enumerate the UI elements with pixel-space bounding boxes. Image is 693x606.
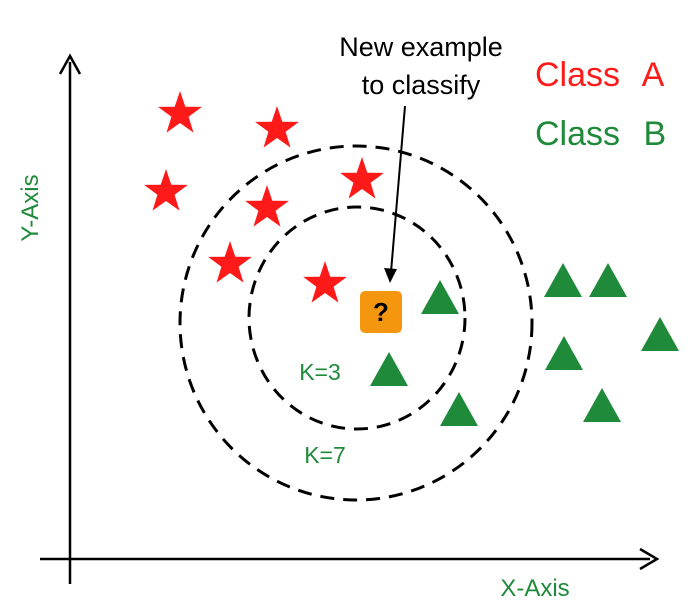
k3-label: K=3 [299, 359, 341, 385]
class-a-points [144, 91, 384, 303]
class-a-star [144, 169, 188, 211]
class-b-triangle [583, 388, 621, 422]
class-a-star [255, 106, 299, 148]
class-b-triangle [589, 263, 627, 297]
annotation-line-1: New example [339, 32, 503, 62]
class-b-points [370, 263, 679, 426]
class-a-star [158, 91, 202, 133]
legend-class-a-word: Class [535, 56, 620, 94]
annotation-arrow-line [390, 105, 406, 273]
axes [40, 53, 660, 584]
legend-class-b-word: Class [535, 115, 620, 153]
query-mark: ? [373, 297, 389, 327]
y-axis-arrowhead [58, 53, 82, 75]
legend-class-b-letter: B [643, 115, 666, 153]
class-b-triangle [641, 317, 679, 351]
class-b-triangle [544, 263, 582, 297]
class-a-star [245, 185, 289, 227]
k7-circle [178, 144, 534, 502]
legend-class-b: Class B [535, 115, 666, 153]
query-point: ? [360, 291, 402, 333]
class-b-triangle [370, 352, 408, 386]
y-axis-label: Y-Axis [17, 174, 44, 241]
k7-label: K=7 [304, 442, 346, 468]
legend-class-a-letter: A [642, 56, 665, 94]
k3-circle [247, 205, 467, 431]
class-a-star [303, 261, 347, 303]
legend-class-a: Class A [535, 56, 665, 94]
x-axis-label: X-Axis [500, 575, 569, 602]
class-a-star [340, 157, 384, 199]
class-b-triangle [545, 336, 583, 370]
class-b-triangle [421, 280, 459, 314]
annotation-line-2: to classify [362, 70, 481, 100]
annotation-arrowhead [384, 268, 397, 283]
legend: Class A Class B [535, 56, 666, 153]
x-axis-arrowhead [639, 547, 660, 571]
class-a-star [208, 241, 252, 283]
class-b-triangle [440, 392, 478, 426]
query-box [360, 291, 402, 333]
